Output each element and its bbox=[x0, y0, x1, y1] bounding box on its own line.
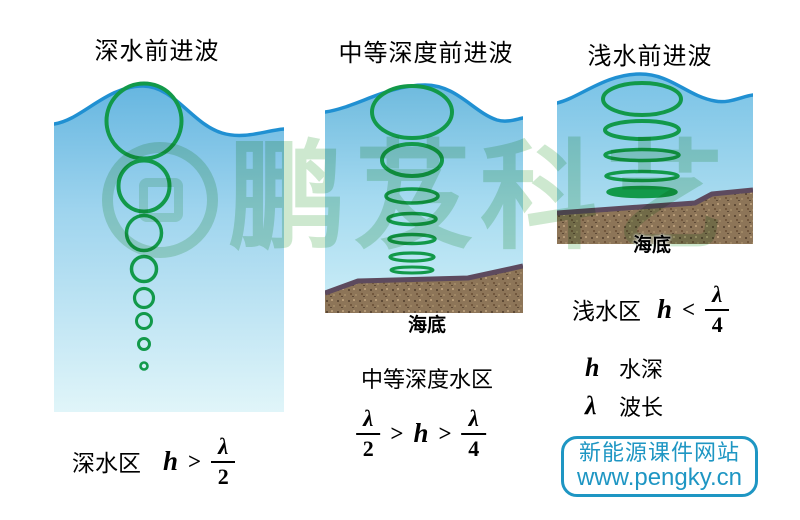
shallow-zone-label: 浅水区 bbox=[572, 298, 641, 324]
greater-than-operator: > bbox=[438, 420, 452, 446]
depth-label: 水深 bbox=[619, 357, 664, 382]
orbit-ellipse bbox=[388, 251, 436, 263]
deep-water-title: 深水前进波 bbox=[94, 38, 220, 65]
orbit-ellipse bbox=[132, 286, 156, 310]
orbit-ellipse bbox=[386, 211, 438, 227]
legend-depth-row: h 水深 bbox=[585, 352, 663, 384]
lambda-over-2-fraction: λ 2 bbox=[211, 435, 236, 488]
orbit-ellipse bbox=[389, 265, 435, 275]
deep-water-panel bbox=[54, 81, 284, 412]
orbit-ellipse bbox=[601, 81, 683, 117]
deep-zone-label: 深水区 bbox=[72, 450, 141, 476]
depth-variable: h bbox=[657, 293, 673, 324]
site-url-link[interactable]: www.pengky.cn bbox=[577, 464, 742, 492]
medium-zone-label: 中等深度水区 bbox=[360, 367, 494, 392]
site-badge[interactable]: 新能源课件网站 www.pengky.cn bbox=[561, 436, 758, 497]
orbit-ellipse bbox=[135, 312, 153, 330]
medium-depth-title: 中等深度前进波 bbox=[338, 40, 514, 67]
orbit-ellipse bbox=[139, 361, 149, 371]
orbit-ellipse bbox=[370, 84, 454, 140]
depth-variable: h bbox=[413, 417, 429, 448]
shallow-zone-formula: 浅水区 h < λ 4 bbox=[572, 280, 730, 338]
medium-seabed-label: 海底 bbox=[407, 315, 447, 336]
less-than-operator: < bbox=[682, 296, 696, 322]
orbit-ellipse bbox=[387, 232, 437, 246]
shallow-water-panel bbox=[557, 72, 753, 244]
shallow-water-title: 浅水前进波 bbox=[587, 43, 713, 70]
medium-wave-surface-line bbox=[325, 83, 523, 123]
medium-zone-formula: λ 2 > h > λ 4 bbox=[356, 404, 486, 462]
orbit-ellipse bbox=[384, 187, 440, 205]
orbit-ellipse bbox=[604, 169, 680, 183]
orbit-ellipse bbox=[603, 119, 681, 141]
deep-zone-formula: 深水区 h > λ 2 bbox=[72, 433, 236, 489]
shallow-seabed-label: 海底 bbox=[632, 235, 672, 256]
orbit-ellipse bbox=[606, 185, 678, 199]
depth-variable: h bbox=[163, 445, 179, 476]
lambda-over-2-fraction: λ 2 bbox=[356, 407, 381, 460]
shallow-seabed-edge bbox=[557, 187, 753, 216]
lambda-over-4-fraction: λ 4 bbox=[461, 407, 486, 460]
greater-than-operator: > bbox=[188, 448, 202, 474]
shallow-orbit-circles bbox=[601, 81, 683, 199]
wavelength-label: 波长 bbox=[619, 395, 664, 420]
greater-than-operator: > bbox=[390, 420, 404, 446]
orbit-ellipse bbox=[137, 337, 151, 351]
wavelength-symbol: λ bbox=[585, 391, 597, 420]
medium-seabed-edge bbox=[325, 263, 523, 296]
medium-depth-panel bbox=[325, 83, 523, 313]
legend-wavelength-row: λ 波长 bbox=[585, 390, 663, 422]
site-name: 新能源课件网站 bbox=[578, 439, 740, 465]
orbit-ellipse bbox=[603, 147, 681, 163]
shallow-wave-surface-line bbox=[557, 72, 753, 105]
orbit-ellipse bbox=[380, 142, 444, 178]
shallow-seabed bbox=[557, 190, 753, 244]
depth-symbol: h bbox=[585, 353, 600, 382]
lambda-over-4-fraction: λ 4 bbox=[705, 283, 730, 336]
medium-water-body bbox=[325, 85, 523, 313]
medium-orbit-circles bbox=[370, 84, 454, 275]
